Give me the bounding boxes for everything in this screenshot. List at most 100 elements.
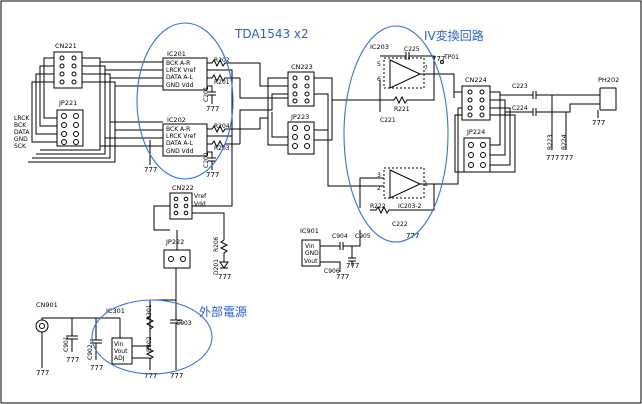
cn224-loop-wires <box>453 91 533 173</box>
c202-capacitor: C202 <box>203 151 216 170</box>
cn223-label: CN223 <box>291 63 313 71</box>
tda1543-annotation: TDA1543 x2 <box>234 27 309 41</box>
ic301-pin-adj: ADJ <box>114 355 125 362</box>
ic301-pin-vout: Vout <box>114 348 128 355</box>
tda1543-highlight <box>136 22 234 180</box>
cn223-pins <box>292 75 310 104</box>
iv-converter-annotation: IV変換回路 <box>424 28 484 43</box>
c904-label: C904 <box>332 233 348 240</box>
c201-label: C201 <box>203 86 210 102</box>
r223-label: R223 <box>547 134 554 150</box>
tp01-point <box>440 60 444 64</box>
c905-capacitor <box>348 246 356 266</box>
ic203-2-opamp <box>389 169 422 199</box>
c902-capacitor <box>90 318 102 360</box>
ic202-label: IC202 <box>167 116 186 124</box>
cn223-connector <box>287 71 315 107</box>
ground-r224: 777 <box>560 154 573 162</box>
signal-lrck: LRCK <box>14 115 30 122</box>
ground-ic203: 777 <box>432 55 445 63</box>
cn222-pins <box>173 196 189 216</box>
cn224-connector <box>461 85 491 121</box>
ic901-label: IC901 <box>300 227 319 235</box>
ic202-pin-2: LRCK Vref <box>166 133 196 140</box>
ic203-1-pin7: 7 <box>424 65 428 72</box>
jp222-jumper <box>163 249 191 269</box>
ground-ic-bus: 777 <box>144 166 157 174</box>
external-power-annotation: 外部電源 <box>199 304 247 319</box>
c225-label: C225 <box>404 46 420 53</box>
tp01-label: TP01 <box>443 54 459 61</box>
c224-capacitor <box>532 103 600 116</box>
cn901-label: CN901 <box>36 301 58 309</box>
r224-label: R224 <box>561 134 568 150</box>
cn222-vref-label: Vref <box>194 193 207 200</box>
cn224-label: CN224 <box>465 76 487 84</box>
ic-output-resistors <box>207 58 260 160</box>
cn224-pins <box>467 89 485 118</box>
c223-label: C223 <box>512 83 528 90</box>
jp223-pins <box>292 125 310 149</box>
c903-capacitor <box>170 300 182 370</box>
ic901-pin-vin: Vin <box>305 243 315 250</box>
ic201-chip <box>162 57 208 91</box>
jp221-jumper <box>56 109 84 147</box>
ic201-pin-3: DATA A-L <box>166 74 194 81</box>
ground-cn901: 777 <box>36 369 49 377</box>
ic202-pin-4: GND Vdd <box>166 148 194 155</box>
ic201-label: IC201 <box>167 50 186 58</box>
cn222-label: CN222 <box>172 184 194 192</box>
ph202-jack <box>599 87 617 111</box>
jp224-label: JP224 <box>466 128 485 136</box>
external-power-highlight <box>91 299 213 375</box>
ic203-1-opamp <box>389 59 422 89</box>
ic201-pin-2: LRCK Vref <box>166 67 196 74</box>
ic901-pin-gnd: GND <box>305 250 319 257</box>
ground-r223: 777 <box>546 154 559 162</box>
c901-label: C901 <box>63 336 70 352</box>
r301-resistor <box>145 315 155 336</box>
ic203-2-box <box>383 167 425 199</box>
ic202-pin-3: DATA A-L <box>166 140 194 147</box>
jp224-pins <box>468 142 486 168</box>
iv-converter-highlight <box>343 25 449 243</box>
signal-bck: BCK <box>14 122 27 129</box>
ic901-chip <box>301 239 321 267</box>
ic203-label: IC203 <box>370 43 389 51</box>
signal-gnd: GND <box>14 136 28 143</box>
cn221-connector <box>53 51 83 89</box>
c224-label: C224 <box>512 105 528 112</box>
ground-ph202: 777 <box>592 119 605 127</box>
c223-capacitor <box>532 91 600 99</box>
ic203-2-label: IC203-2 <box>398 203 422 210</box>
ground-c901: 777 <box>66 356 79 364</box>
r204-label: R204 <box>214 123 230 130</box>
c903-label: C903 <box>176 320 192 327</box>
ground-c903: 777 <box>170 372 183 380</box>
r301-label: R301 <box>146 304 153 320</box>
c904-capacitor <box>320 230 361 250</box>
ground-c202: 777 <box>206 171 219 179</box>
r222-resistor <box>370 184 435 215</box>
ic203-1-pin6: 6 <box>377 76 381 83</box>
r302-label: R302 <box>146 336 153 352</box>
cn221-pins <box>59 55 77 85</box>
ic203-2-pin2: 2 <box>377 185 381 192</box>
jp222-label: JP222 <box>165 238 184 246</box>
ic201-pin-1: BCK A-R <box>166 60 190 67</box>
signal-data: DATA <box>14 129 30 136</box>
c221-label: C221 <box>380 117 396 124</box>
ic202-pin-1: BCK A-R <box>166 126 190 133</box>
ic901-pin-vout: Vout <box>304 258 318 265</box>
jp224-jumper <box>463 137 491 173</box>
c201-capacitor: C201 <box>203 85 216 104</box>
jp221-label: JP221 <box>58 99 77 107</box>
c901-capacitor <box>66 318 78 352</box>
ground-ic901: 777 <box>336 273 349 281</box>
c905-label: C905 <box>355 233 371 240</box>
cn901-jack <box>35 319 49 333</box>
signal-labels: LRCK BCK DATA GND SCK <box>14 115 30 150</box>
r221-resistor <box>379 74 435 105</box>
